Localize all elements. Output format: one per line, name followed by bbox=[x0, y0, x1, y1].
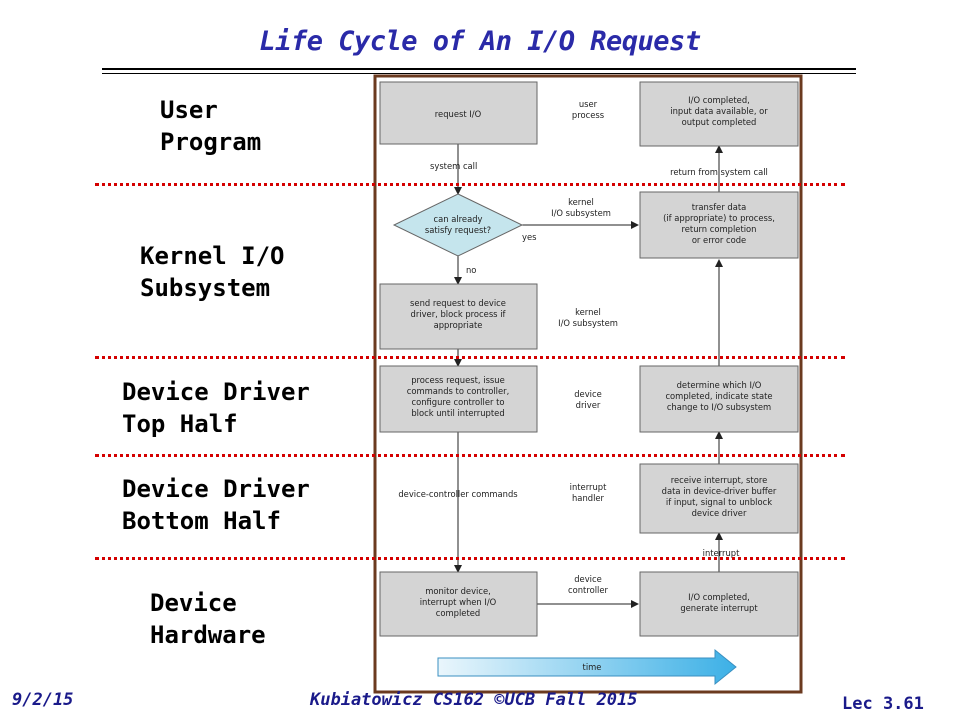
decision-diamond bbox=[392, 193, 524, 257]
edge-label-device-controller-commands: device-controller commands bbox=[398, 489, 517, 499]
layer-label-line: Kernel I/O bbox=[140, 242, 285, 270]
decision-text: can already bbox=[434, 214, 483, 224]
step-box-text: transfer data bbox=[692, 202, 747, 212]
region-label: I/O subsystem bbox=[558, 318, 618, 328]
step-box-text: appropriate bbox=[434, 320, 483, 330]
layer-label-line: Program bbox=[160, 128, 262, 156]
region-label: device bbox=[574, 389, 602, 399]
step-box-process-request bbox=[379, 365, 538, 433]
layer-label-line: Bottom Half bbox=[122, 507, 281, 535]
step-box-text: return completion bbox=[682, 224, 757, 234]
step-box-text: generate interrupt bbox=[680, 603, 758, 613]
step-box-send-request bbox=[379, 283, 538, 350]
step-box-monitor-device bbox=[379, 571, 538, 637]
layer-separator bbox=[95, 356, 845, 359]
footer-lecture-number: Lec 3.61 bbox=[842, 694, 924, 714]
step-box-receive-interrupt bbox=[639, 463, 799, 534]
edge-label-return-from-system-call: return from system call bbox=[670, 167, 768, 177]
layer-label-driver-top: Device Driver Top Half bbox=[122, 376, 310, 440]
step-box-text: output completed bbox=[682, 117, 757, 127]
time-arrow bbox=[437, 648, 737, 686]
step-box-text: determine which I/O bbox=[677, 380, 762, 390]
step-box-text: commands to controller, bbox=[407, 386, 510, 396]
layer-separator bbox=[95, 183, 845, 186]
step-box-text: monitor device, bbox=[425, 586, 491, 596]
step-box-text: receive interrupt, store bbox=[671, 475, 768, 485]
step-box-text: process request, issue bbox=[411, 375, 505, 385]
step-box-generate-interrupt bbox=[639, 571, 799, 637]
step-box-text: configure controller to bbox=[411, 397, 504, 407]
step-box-text: (if appropriate) to process, bbox=[663, 213, 775, 223]
layer-label-line: Device bbox=[150, 589, 237, 617]
layer-label-line: Hardware bbox=[150, 621, 266, 649]
region-label: user bbox=[579, 99, 598, 109]
title-underline-thin bbox=[102, 73, 856, 74]
decision-text: satisfy request? bbox=[425, 225, 491, 235]
step-box-text: if input, signal to unblock bbox=[666, 497, 772, 507]
step-box-text: request I/O bbox=[435, 109, 482, 119]
region-label: kernel bbox=[568, 197, 594, 207]
layer-label-line: Top Half bbox=[122, 410, 238, 438]
region-label: kernel bbox=[575, 307, 601, 317]
layer-label-driver-bottom: Device Driver Bottom Half bbox=[122, 473, 310, 537]
layer-label-kernel-io: Kernel I/O Subsystem bbox=[140, 240, 285, 304]
edge-label-system-call: system call bbox=[430, 161, 477, 171]
footer-date: 9/2/15 bbox=[12, 690, 74, 710]
layer-label-line: Subsystem bbox=[140, 274, 271, 302]
step-box-io-completed bbox=[639, 81, 799, 147]
io-lifecycle-flowchart: request I/O can already satisfy request?… bbox=[373, 74, 803, 694]
step-box-transfer-data bbox=[639, 191, 799, 259]
region-label: device bbox=[574, 574, 602, 584]
time-arrow-label: time bbox=[583, 662, 602, 672]
step-box-text: or error code bbox=[692, 235, 746, 245]
step-box-request-io bbox=[379, 81, 538, 145]
layer-separator bbox=[95, 557, 845, 560]
region-label: driver bbox=[576, 400, 601, 410]
step-box-text: completed bbox=[436, 608, 480, 618]
edge-label-yes: yes bbox=[522, 232, 536, 242]
title-underline bbox=[102, 68, 856, 70]
edge-label-interrupt: interrupt bbox=[703, 548, 740, 558]
region-label: process bbox=[572, 110, 604, 120]
step-box-text: input data available, or bbox=[670, 106, 768, 116]
step-box-text: interrupt when I/O bbox=[420, 597, 497, 607]
region-label: interrupt bbox=[570, 482, 607, 492]
step-box-text: driver, block process if bbox=[411, 309, 507, 319]
layer-label-user-program: User Program bbox=[160, 94, 261, 158]
step-box-text: I/O completed, bbox=[688, 592, 750, 602]
step-box-text: completed, indicate state bbox=[665, 391, 772, 401]
step-box-text: change to I/O subsystem bbox=[667, 402, 771, 412]
step-box-text: data in device-driver buffer bbox=[662, 486, 777, 496]
step-box-text: I/O completed, bbox=[688, 95, 750, 105]
layer-label-hardware: Device Hardware bbox=[150, 587, 266, 651]
region-label: controller bbox=[568, 585, 609, 595]
region-label: I/O subsystem bbox=[551, 208, 611, 218]
layer-label-line: Device Driver bbox=[122, 378, 310, 406]
step-box-text: send request to device bbox=[410, 298, 506, 308]
layer-label-line: Device Driver bbox=[122, 475, 310, 503]
step-box-text: device driver bbox=[692, 508, 747, 518]
region-label: handler bbox=[572, 493, 605, 503]
step-box-determine-io bbox=[639, 365, 799, 433]
footer-course: Kubiatowicz CS162 ©UCB Fall 2015 bbox=[310, 690, 638, 710]
slide-title: Life Cycle of An I/O Request bbox=[259, 26, 701, 57]
step-box-text: block until interrupted bbox=[411, 408, 504, 418]
layer-separator bbox=[95, 454, 845, 457]
layer-label-line: User bbox=[160, 96, 218, 124]
edge-label-no: no bbox=[466, 265, 476, 275]
